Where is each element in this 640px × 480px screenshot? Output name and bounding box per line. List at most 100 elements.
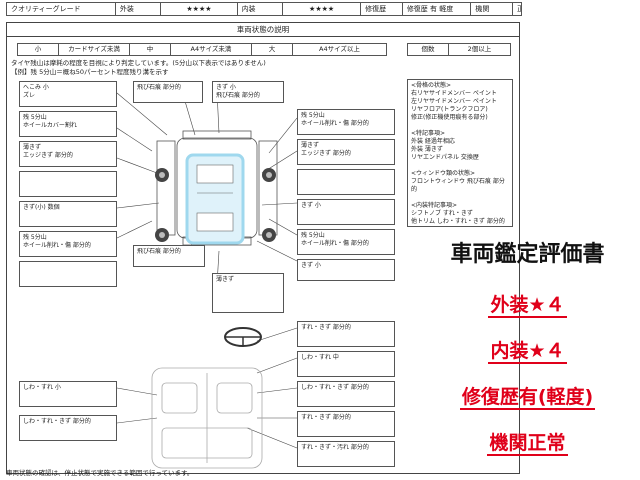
damage-text: きず 小: [301, 202, 321, 209]
damage-box-left-rear-door: きず(小) 数個: [19, 201, 117, 227]
footnote: 車両状態の確認は、停止状態で実施できる範囲で行っています。: [6, 469, 194, 477]
note-line: <内装特記事項>: [411, 202, 458, 209]
repair-history-line: 修復歴有(軽度): [415, 382, 640, 410]
damage-box-trunk: 薄きず: [212, 273, 284, 313]
damage-text: 飛び石痕 部分的: [137, 248, 181, 255]
exterior-grade-text: 外装★４: [488, 294, 567, 318]
tire-example-note: 【例】残 5分山＝概ね50パーセント程度残り溝を示す: [11, 68, 169, 76]
damage-text: エッジきず 部分的: [23, 152, 73, 159]
note-line: <骨格の状態>: [411, 82, 452, 89]
exterior-stars: ★★★★: [161, 3, 238, 15]
quality-grade-label: クオリティーグレード: [7, 3, 116, 15]
interior-box-dashboard: すれ・きず 部分的: [297, 321, 395, 347]
damage-box-right-fender: 薄きず エッジきず 部分的: [297, 139, 395, 165]
appraisal-heading: 車両鑑定評価書: [450, 242, 605, 267]
damage-text: しわ・すれ・きず 部分的: [301, 384, 369, 391]
interior-grade-text: 内装★４: [488, 340, 567, 364]
damage-box-right-door: [297, 169, 395, 195]
interior-box-cargo: すれ・きず・汚れ 部分的: [297, 441, 395, 467]
size-medium-desc: A4サイズ未満: [171, 44, 252, 55]
damage-box-right-rear-wheel: 残 5分山 ホイール削れ・傷 部分的: [297, 229, 395, 255]
damage-box-right-rear-door: きず 小: [297, 199, 395, 225]
damage-box-left-door: [19, 171, 117, 197]
wheels: [155, 168, 276, 242]
damage-text: きず 小: [301, 262, 321, 269]
size-small: 小: [18, 44, 59, 55]
damage-text: 薄きず: [23, 144, 42, 151]
note-line: 左リヤサイドメンバー ペイント: [411, 98, 497, 105]
tire-note: タイヤ残山は摩耗の程度を目視により判定しています。(5分山以下表示ではありません…: [11, 59, 266, 67]
repair-value: 修復歴 有 軽度: [403, 3, 472, 15]
count-label: 個数: [408, 44, 449, 55]
damage-text: 残 5分山: [23, 114, 47, 121]
engine-status-line: 機関正常: [415, 428, 640, 456]
damage-text: へこみ 小: [23, 84, 49, 91]
note-line: [411, 162, 509, 170]
note-line: リヤエンドパネル 交換歴: [411, 154, 479, 161]
interior-stars: ★★★★: [283, 3, 362, 15]
damage-box-rear-bumper: 飛び石痕 部分的: [133, 245, 205, 267]
damage-box-left-fender: 薄きず エッジきず 部分的: [19, 141, 117, 167]
note-line: シフトノブ すれ・きず: [411, 210, 473, 217]
car-diagram: [116, 90, 298, 469]
damage-text: ホイール削れ・傷 部分的: [301, 240, 369, 247]
damage-text: きず 小: [216, 84, 236, 91]
exterior-grade-line: 外装★４: [415, 290, 640, 318]
damage-text: 残 5分山: [23, 234, 47, 241]
damage-text: きず(小) 数個: [23, 204, 60, 211]
note-line: リヤフロア(トランクフロア): [411, 106, 488, 113]
car-body-highlight: [185, 153, 245, 245]
damage-box-front-left: へこみ 小 ズレ: [19, 81, 117, 107]
note-line: 右リヤサイドメンバー ペイント: [411, 90, 497, 97]
note-line: <特記事項>: [411, 130, 446, 137]
damage-text: しわ・すれ・きず 部分的: [23, 418, 91, 425]
note-line: 修正(修正機使用痕有る部分): [411, 114, 488, 121]
interior-box-driver-seat: しわ・すれ 中: [297, 351, 395, 377]
steering-wheel-icon: [224, 327, 262, 347]
other-notes-list: <骨格の状態>右リヤサイドメンバー ペイント左リヤサイドメンバー ペイントリヤフ…: [411, 82, 509, 226]
note-line: 外装 経過年相応: [411, 138, 455, 145]
interior-grade-line: 内装★４: [415, 336, 640, 364]
note-line: [411, 194, 509, 202]
damage-box-right-rear: きず 小: [297, 259, 395, 281]
damage-text: 残 5分山: [301, 232, 325, 239]
other-notes-box: <骨格の状態>右リヤサイドメンバー ペイント左リヤサイドメンバー ペイントリヤフ…: [407, 79, 513, 227]
damage-text: ホイール削れ・傷 部分的: [301, 120, 369, 127]
damage-text: 薄きず: [216, 276, 235, 283]
damage-box-right-front-wheel: 残 5分山 ホイール削れ・傷 部分的: [297, 109, 395, 135]
damage-text: 飛び石痕 部分的: [137, 84, 181, 91]
damage-text: ホイール削れ・傷 部分的: [23, 242, 91, 249]
damage-box-front-bumper: 飛び石痕 部分的: [133, 81, 203, 103]
interior-box-rear-trim: すれ・きず 部分的: [297, 411, 395, 437]
engine-status-text: 機関正常: [487, 432, 568, 456]
interior-box-right-rear-seat: しわ・すれ・きず 部分的: [297, 381, 395, 407]
interior-box-left-rear-seat: しわ・すれ・きず 部分的: [19, 415, 117, 441]
note-line: [411, 122, 509, 130]
damage-text: すれ・きず 部分的: [301, 324, 351, 331]
damage-text: ホイールカバー割れ: [23, 122, 77, 129]
note-line: 外装 薄きず: [411, 146, 443, 153]
interior-box-passenger-seat: しわ・すれ 小: [19, 381, 117, 407]
interior-label: 内装: [238, 3, 284, 15]
engine-value: 正常: [516, 5, 521, 13]
damage-text: すれ・きず 部分的: [301, 414, 351, 421]
damage-text: 薄きず: [301, 142, 320, 149]
size-legend: 小 カードサイズ未満 中 A4サイズ未満 大 A4サイズ以上: [17, 43, 387, 56]
condition-sheet: 車両状態の説明 小 カードサイズ未満 中 A4サイズ未満 大 A4サイズ以上 個…: [6, 22, 520, 474]
exterior-label: 外装: [116, 3, 162, 15]
grade-bar: クオリティーグレード 外装 ★★★★ 内装 ★★★★ 修復歴 修復歴 有 軽度 …: [6, 2, 522, 16]
size-large: 大: [252, 44, 293, 55]
damage-text: しわ・すれ 中: [301, 354, 339, 361]
count-value: 2個以上: [467, 45, 492, 53]
note-line: フロントウィンドウ 飛び石痕 部分的: [411, 178, 505, 193]
damage-text: エッジきず 部分的: [301, 150, 351, 157]
size-medium: 中: [130, 44, 171, 55]
note-line: 他トリム しわ・すれ・きず 部分的: [411, 218, 505, 225]
interior-seat-diagram: [151, 367, 263, 469]
damage-text: 飛び石痕 部分的: [216, 92, 260, 99]
sheet-title: 車両状態の説明: [7, 23, 519, 37]
repair-label: 修復歴: [361, 3, 403, 15]
damage-box-left-rear-wheel: 残 5分山 ホイール削れ・傷 部分的: [19, 231, 117, 257]
count-legend: 個数 2個以上: [407, 43, 511, 56]
size-small-desc: カードサイズ未満: [59, 44, 130, 55]
